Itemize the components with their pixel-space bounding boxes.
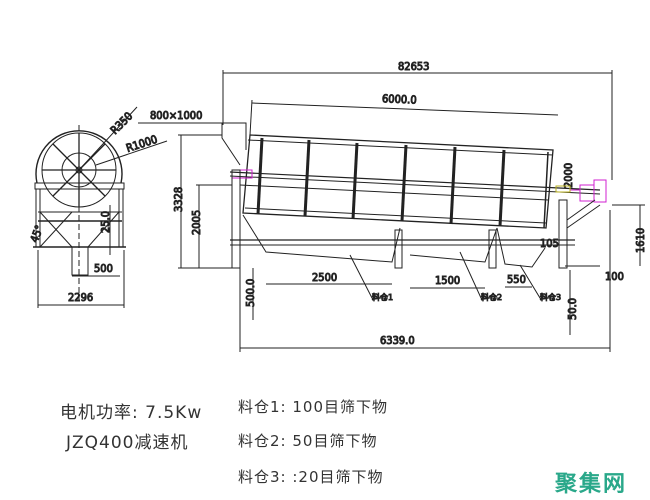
bin2-note: 料仓2: 50目筛下物	[238, 432, 378, 450]
inlet-size-label: 800×1000	[150, 109, 202, 122]
frame-width-label: 2296	[68, 291, 93, 304]
shaft	[229, 171, 601, 191]
radius-large-label: R1000	[125, 133, 160, 155]
side-view: 82653 6000.0 800×1000 2000	[138, 60, 648, 352]
support-brace	[566, 199, 601, 229]
hopper3-length-label: 550	[507, 273, 526, 286]
hopper-1-label: 料仓1	[372, 292, 393, 302]
hopper2-length-label: 1500	[435, 274, 460, 287]
overall-length-label: 82653	[398, 60, 429, 73]
bin1-note: 料仓1: 100目筛下物	[238, 398, 388, 416]
hopper-2-label: 料仓2	[481, 292, 502, 302]
offset-100-label: 100	[605, 270, 624, 283]
hopper-3-label: 料仓3	[540, 292, 561, 302]
motor-height-label: 1610	[634, 228, 647, 253]
hopper-1	[242, 214, 401, 263]
watermark-logo: 聚集网	[555, 472, 628, 497]
right-leg	[558, 199, 568, 269]
end-view: R350 R1000 45° 25.0 500 2296	[27, 106, 168, 308]
left-leg	[231, 169, 241, 269]
outlet-width-label: 500	[94, 262, 113, 275]
leg-50-label: 50.0	[566, 298, 579, 320]
inlet-hopper	[221, 122, 247, 166]
hopper-3	[496, 227, 546, 268]
end-outlet	[71, 246, 89, 276]
offset-105-label: 105	[540, 237, 559, 250]
motor-power-note: 电机功率: 7.5Kw	[60, 403, 203, 423]
angle-label: 45°	[28, 223, 46, 244]
bin3-note: 料仓3: :20目筛下物	[238, 468, 384, 486]
drum-body	[242, 134, 554, 229]
leg-500-label: 500.0	[244, 279, 257, 307]
base-length-label: 6339.0	[380, 334, 415, 347]
drum-length-label: 6000.0	[382, 92, 417, 106]
drum-diameter-label: 2000	[562, 163, 575, 188]
hopper-2	[409, 227, 498, 263]
dim-25-label: 25.0	[99, 211, 112, 233]
drum-ribs	[256, 137, 549, 229]
axis-height-label: 2005	[190, 210, 203, 235]
hopper1-length-label: 2500	[312, 271, 337, 284]
reducer-note: JZQ400减速机	[66, 433, 189, 453]
total-height-label: 3328	[172, 187, 185, 212]
